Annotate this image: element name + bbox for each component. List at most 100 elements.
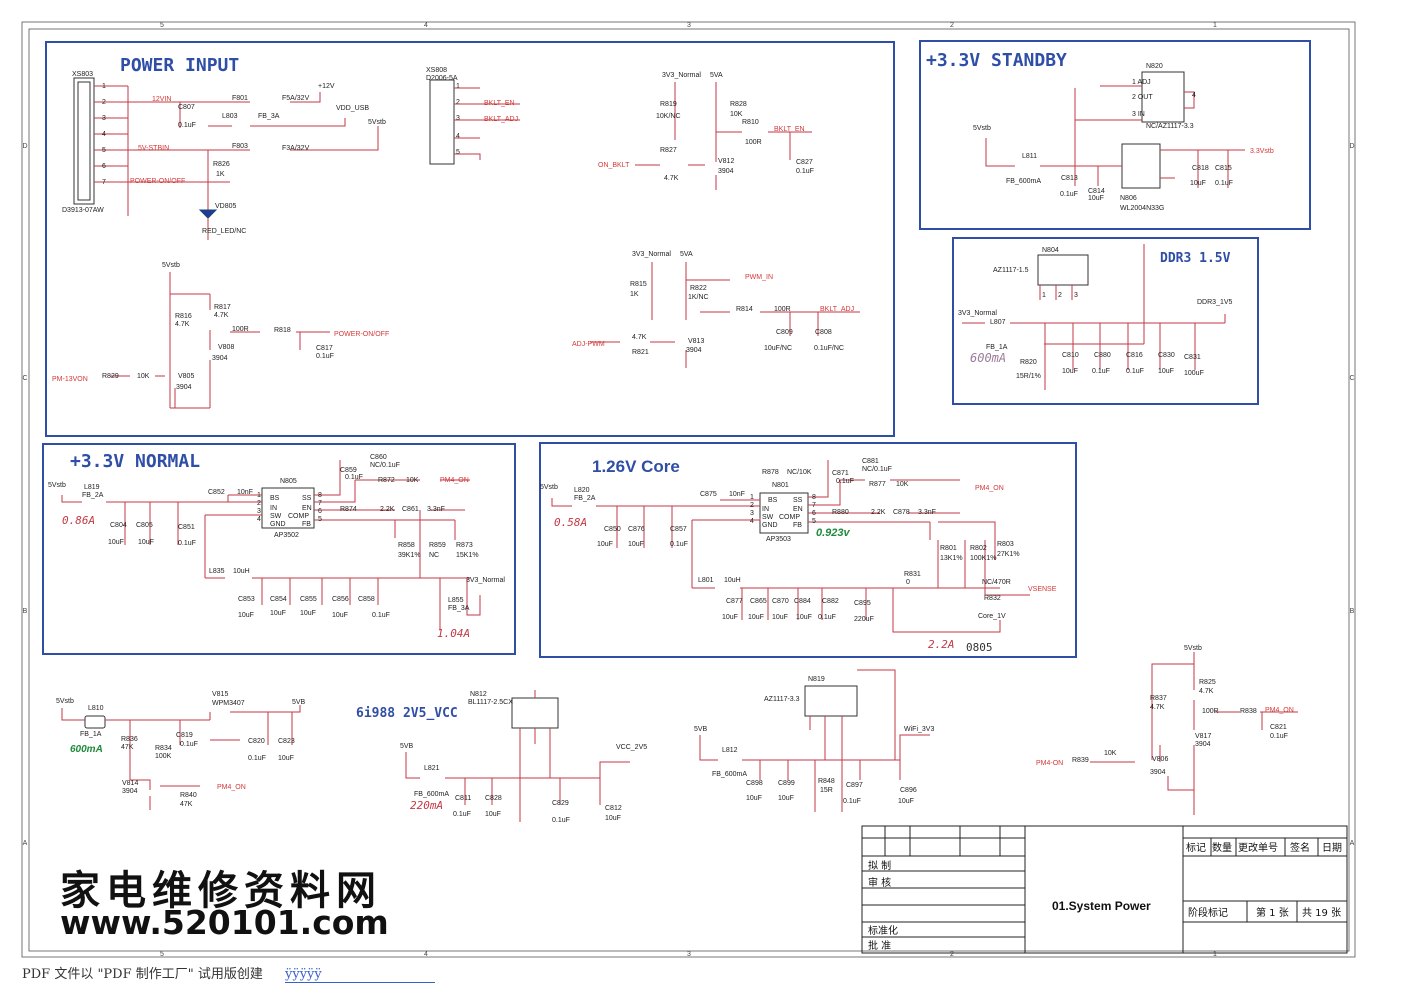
label: C820 bbox=[248, 738, 265, 745]
label: GND bbox=[270, 521, 286, 528]
package-note: 0805 bbox=[966, 641, 993, 654]
label: C812 bbox=[605, 805, 622, 812]
label: 4 bbox=[750, 518, 754, 525]
label: L801 bbox=[698, 577, 714, 584]
label: 3.3nF bbox=[427, 506, 445, 513]
label: R839 bbox=[1072, 757, 1089, 764]
label: C884 bbox=[794, 598, 811, 605]
label: 6 bbox=[812, 510, 816, 517]
tb-role: 批 准 bbox=[868, 939, 891, 952]
section-titles: POWER INPUT +3.3V STANDBY DDR3 1.5V +3.3… bbox=[70, 50, 1231, 721]
label: C810 bbox=[1062, 352, 1079, 359]
net-label: ADJ-PWM bbox=[572, 341, 605, 348]
section-title-power-input: POWER INPUT bbox=[120, 55, 239, 76]
section-title-core: 1.26V Core bbox=[592, 457, 680, 476]
pdf-footer-link[interactable]: ÿÿÿÿÿ bbox=[285, 967, 436, 983]
label: WL2004N33G bbox=[1120, 205, 1164, 212]
label: C809 bbox=[776, 329, 793, 336]
label: L812 bbox=[722, 747, 738, 754]
label: F5A/32V bbox=[282, 95, 310, 102]
label: 10K bbox=[730, 111, 743, 118]
label: C896 bbox=[900, 787, 917, 794]
label: C827 bbox=[796, 159, 813, 166]
label: C871 bbox=[832, 470, 849, 477]
label: C807 bbox=[178, 104, 195, 111]
label: D3913-07AW bbox=[62, 207, 104, 214]
label: FB_600mA bbox=[1006, 178, 1041, 185]
label: C850 bbox=[604, 526, 621, 533]
label: 5Vstb bbox=[162, 262, 180, 269]
label: C853 bbox=[238, 596, 255, 603]
label: 5 bbox=[318, 516, 322, 523]
tb-role: 审 核 bbox=[868, 876, 891, 889]
label: 0.1uF bbox=[843, 798, 861, 805]
label: N819 bbox=[808, 676, 825, 683]
label: 4.7K bbox=[1199, 688, 1214, 695]
grid-row-label: A bbox=[1350, 840, 1355, 847]
label: R817 bbox=[214, 304, 231, 311]
net-label: BKLT_EN bbox=[484, 100, 515, 107]
label: 10uF bbox=[605, 815, 621, 822]
label: 4 bbox=[102, 131, 106, 138]
label: 0.1uF bbox=[1270, 733, 1288, 740]
section-boxes bbox=[42, 40, 1311, 658]
label: FB_2A bbox=[82, 492, 104, 499]
label: 5VB bbox=[292, 699, 306, 706]
current-note: 220mA bbox=[410, 799, 443, 812]
label: F801 bbox=[232, 95, 248, 102]
page-frame bbox=[21, 21, 1356, 958]
label: L803 bbox=[222, 113, 238, 120]
label: R815 bbox=[630, 281, 647, 288]
label: 2 bbox=[102, 99, 106, 106]
label: N806 bbox=[1120, 195, 1137, 202]
label: 10nF bbox=[729, 491, 745, 498]
label: 0.1uF bbox=[818, 614, 836, 621]
label: 3 bbox=[750, 510, 754, 517]
title-block-text: 标记 数量 更改单号 签名 日期 拟 制 审 核 标准化 批 准 阶段标记 第 … bbox=[868, 841, 1342, 952]
section-title-standby: +3.3V STANDBY bbox=[926, 50, 1067, 71]
label: L810 bbox=[88, 705, 104, 712]
label: C831 bbox=[1184, 354, 1201, 361]
label: 10uF/NC bbox=[764, 345, 792, 352]
label: 5VB bbox=[400, 743, 414, 750]
label: 3V3_Normal bbox=[662, 72, 701, 79]
label: C898 bbox=[746, 780, 763, 787]
label: C829 bbox=[552, 800, 569, 807]
label: C882 bbox=[822, 598, 839, 605]
label: C851 bbox=[178, 524, 195, 531]
grid-col-label: 5 bbox=[160, 22, 164, 29]
label: R880 bbox=[832, 509, 849, 516]
label: R838 bbox=[1240, 708, 1257, 715]
label: R877 bbox=[869, 481, 886, 488]
label: 0.1uF bbox=[180, 741, 198, 748]
label: 10uF bbox=[278, 755, 294, 762]
label: 3904 bbox=[1195, 741, 1211, 748]
label: GND bbox=[762, 522, 778, 529]
label: C881 bbox=[862, 458, 879, 465]
label: AZ1117-3.3 bbox=[764, 696, 800, 703]
component-labels: XS803 D3913-07AW 1 2 3 4 5 6 7 F801 F5A/… bbox=[48, 63, 1288, 824]
tb-header: 日期 bbox=[1322, 842, 1342, 854]
grid-col-label: 3 bbox=[687, 951, 691, 958]
core-box bbox=[539, 442, 1077, 658]
net-label: BKLT_ADJ bbox=[484, 116, 518, 123]
net-label: PM-13VON bbox=[52, 376, 88, 383]
label: R826 bbox=[213, 161, 230, 168]
label: D2006-5A bbox=[426, 75, 458, 82]
label: V813 bbox=[688, 338, 704, 345]
label: AZ1117-1.5 bbox=[993, 267, 1029, 274]
current-note: 2.2A bbox=[928, 638, 955, 651]
label: 10uF bbox=[485, 811, 501, 818]
label: 5VA bbox=[680, 251, 693, 258]
net-label: PM4_ON bbox=[217, 784, 246, 791]
label: 10uF bbox=[238, 612, 254, 619]
label: L820 bbox=[574, 487, 590, 494]
label: C814 bbox=[1088, 188, 1105, 195]
label: V806 bbox=[1152, 756, 1168, 763]
standby-box bbox=[919, 40, 1311, 230]
current-note: 600mA bbox=[970, 351, 1006, 365]
label: 5Vstb bbox=[48, 482, 66, 489]
label: R822 bbox=[690, 285, 707, 292]
label: R821 bbox=[632, 349, 649, 356]
label: 0.1uF/NC bbox=[814, 345, 844, 352]
